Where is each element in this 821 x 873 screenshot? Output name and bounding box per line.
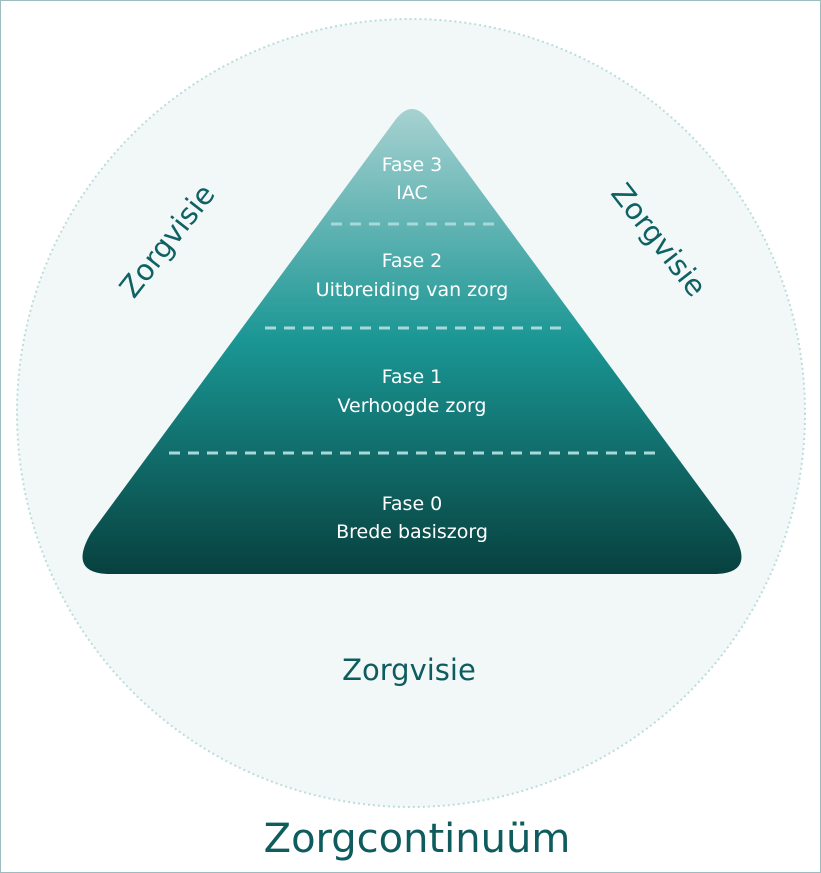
phase-0-name: Fase 0 — [382, 493, 443, 515]
phase-3-description: IAC — [396, 182, 428, 204]
phase-1-description: Verhoogde zorg — [338, 395, 487, 417]
phase-2-name: Fase 2 — [382, 250, 443, 272]
phase-1-name: Fase 1 — [382, 366, 443, 388]
bottom-zorgvisie-label: Zorgvisie — [342, 653, 476, 687]
phase-0-description: Brede basiszorg — [336, 521, 488, 543]
diagram-title: Zorgcontinuüm — [264, 816, 571, 862]
phase-2-description: Uitbreiding van zorg — [316, 279, 509, 301]
phase-3-name: Fase 3 — [382, 154, 443, 176]
pyramid — [82, 109, 742, 574]
